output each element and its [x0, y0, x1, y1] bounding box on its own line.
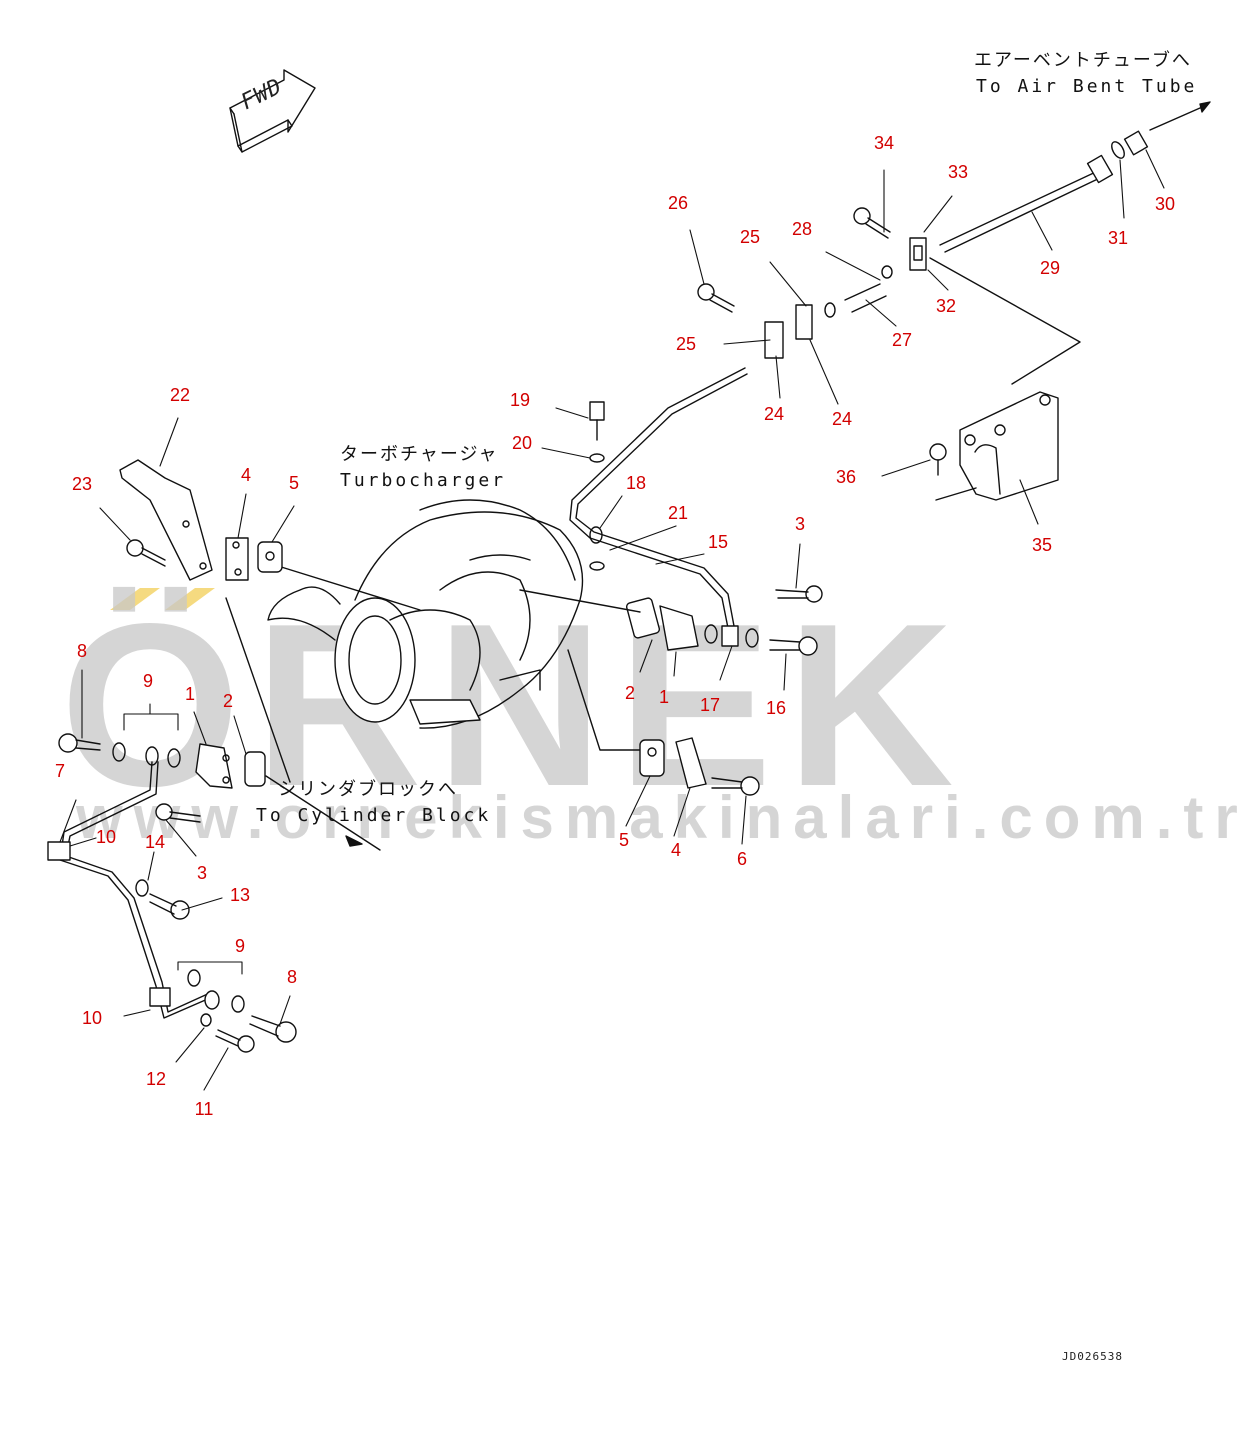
- turbocharger-note-jp: ターボチャージャ: [340, 444, 499, 465]
- leader-lines: [59, 149, 1165, 1091]
- callout-7: 7: [54, 761, 66, 781]
- flange-gaskets-left: [225, 537, 283, 581]
- callout-32: 32: [935, 296, 957, 316]
- callout-27: 27: [891, 330, 913, 350]
- fwd-arrow: [229, 69, 316, 153]
- callout-3-left: 3: [196, 863, 208, 883]
- drawing-id: JD026538: [1062, 1350, 1123, 1363]
- turbocharger-note-en: Turbocharger: [340, 470, 507, 491]
- callout-1-right: 1: [658, 687, 670, 707]
- callout-5-upper: 5: [288, 473, 300, 493]
- callout-3-right: 3: [794, 514, 806, 534]
- callout-14: 14: [144, 832, 166, 852]
- callout-19: 19: [509, 390, 531, 410]
- callout-29: 29: [1039, 258, 1061, 278]
- cylinder-block-note-en: To Cylinder Block: [256, 805, 492, 826]
- callout-31: 31: [1107, 228, 1129, 248]
- callout-25-left: 25: [675, 334, 697, 354]
- cylinder-block-note-jp: シリンダブロックへ: [278, 779, 458, 800]
- callout-8-lower: 8: [286, 967, 298, 987]
- bracket-22: [119, 459, 213, 581]
- flange-lower-right: [639, 737, 760, 796]
- callout-6: 6: [736, 849, 748, 869]
- callout-26: 26: [667, 193, 689, 213]
- callout-23: 23: [71, 474, 93, 494]
- callout-22: 22: [169, 385, 191, 405]
- callout-10-lower: 10: [81, 1008, 103, 1028]
- callout-2-left: 2: [222, 691, 234, 711]
- callout-21: 21: [667, 503, 689, 523]
- callout-18: 18: [625, 473, 647, 493]
- callout-13: 13: [229, 885, 251, 905]
- air-bent-tube-parts: [697, 101, 1211, 501]
- air-bent-tube-note-en: To Air Bent Tube: [976, 76, 1198, 97]
- callout-15: 15: [707, 532, 729, 552]
- callout-36: 36: [835, 467, 857, 487]
- callout-24-left: 24: [763, 404, 785, 424]
- callout-4-upper: 4: [240, 465, 252, 485]
- callout-10-upper: 10: [95, 827, 117, 847]
- callout-24-right: 24: [831, 409, 853, 429]
- callout-30: 30: [1154, 194, 1176, 214]
- callout-9-upper: 9: [142, 671, 154, 691]
- callout-11: 11: [194, 1099, 214, 1119]
- callout-12: 12: [145, 1069, 167, 1089]
- callout-16: 16: [765, 698, 787, 718]
- turbocharger-body: [225, 499, 641, 783]
- callout-9-lower: 9: [234, 936, 246, 956]
- callout-1-left: 1: [184, 684, 196, 704]
- oil-tube-7: [47, 733, 381, 1053]
- callout-17: 17: [699, 695, 721, 715]
- callout-20: 20: [511, 433, 533, 453]
- callout-8-upper: 8: [76, 641, 88, 661]
- callout-25-top: 25: [739, 227, 761, 247]
- callout-34: 34: [873, 133, 895, 153]
- callout-28: 28: [791, 219, 813, 239]
- callout-5-lower: 5: [618, 830, 630, 850]
- callout-35: 35: [1031, 535, 1053, 555]
- callout-33: 33: [947, 162, 969, 182]
- oil-tube-15: [569, 367, 823, 656]
- air-bent-tube-note-jp: エアーベントチューブへ: [974, 50, 1192, 71]
- callout-2-right: 2: [624, 683, 636, 703]
- callout-4-lower: 4: [670, 840, 682, 860]
